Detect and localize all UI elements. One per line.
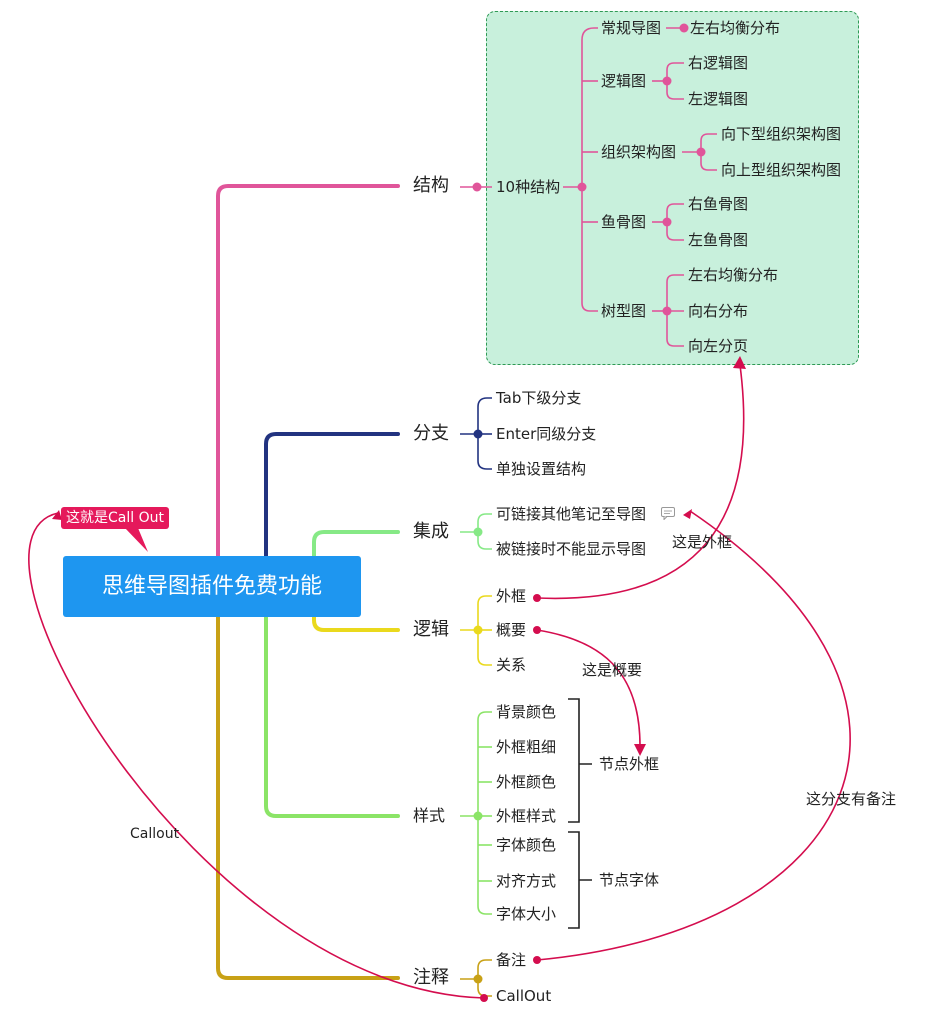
topic-separate-structure[interactable]: 单独设置结构: [496, 460, 587, 478]
topic-enter-sibling[interactable]: Enter同级分支: [496, 425, 597, 443]
summary-node-font[interactable]: 节点字体: [599, 871, 660, 889]
topic-bg-color[interactable]: 背景颜色: [496, 703, 557, 721]
topic-border-style[interactable]: 外框样式: [496, 807, 557, 825]
topic-right-fishbone[interactable]: 右鱼骨图: [688, 195, 749, 213]
topic-org-chart[interactable]: 组织架构图: [601, 143, 677, 161]
summary-node-frame[interactable]: 节点外框: [599, 755, 660, 773]
trunk-branch: [264, 432, 400, 558]
callout-pointer: [125, 528, 148, 552]
trunk-structure: [216, 184, 400, 558]
relation-summary: [536, 629, 641, 747]
topic-tree[interactable]: 树型图: [601, 302, 647, 320]
topic-tree-right[interactable]: 向右分布: [688, 302, 749, 320]
topic-notes[interactable]: 注释: [413, 967, 449, 988]
topic-alignment[interactable]: 对齐方式: [496, 872, 557, 890]
topic-structure[interactable]: 结构: [413, 175, 449, 196]
trunk-style: [264, 615, 400, 818]
topic-branch[interactable]: 分支: [413, 423, 449, 444]
note-icon[interactable]: [661, 507, 675, 520]
topic-right-logic[interactable]: 右逻辑图: [688, 54, 749, 72]
relation-label-boundary[interactable]: 这是外框: [672, 533, 733, 551]
trunk-logic: [312, 615, 400, 632]
topic-structure-sub[interactable]: 10种结构: [496, 178, 561, 196]
topic-link-notes[interactable]: 可链接其他笔记至导图: [496, 505, 647, 523]
topic-note[interactable]: 备注: [496, 951, 527, 969]
topic-regular-balanced[interactable]: 左右均衡分布: [690, 19, 781, 37]
topic-callout[interactable]: CallOut: [496, 987, 552, 1005]
topic-tree-balanced[interactable]: 左右均衡分布: [688, 266, 779, 284]
topic-font-size[interactable]: 字体大小: [496, 905, 557, 923]
summary-bracket-font: [568, 831, 592, 929]
topic-integration[interactable]: 集成: [413, 521, 449, 542]
relation-note: [536, 510, 851, 961]
topic-org-down[interactable]: 向下型组织架构图: [721, 125, 842, 143]
relation-boundary: [536, 364, 745, 600]
structure-boundary[interactable]: [486, 11, 859, 365]
relation-label-callout[interactable]: Callout: [130, 826, 180, 842]
topic-org-up[interactable]: 向上型组织架构图: [721, 161, 842, 179]
topic-font-color[interactable]: 字体颜色: [496, 836, 557, 854]
topic-logic-chart[interactable]: 逻辑图: [601, 72, 647, 90]
relation-callout: [28, 512, 485, 999]
trunk-integration: [312, 530, 400, 558]
topic-cannot-show[interactable]: 被链接时不能显示导图: [496, 540, 647, 558]
topic-style[interactable]: 样式: [413, 806, 446, 825]
topic-regular-map[interactable]: 常规导图: [601, 19, 662, 37]
relation-label-summary[interactable]: 这是概要: [582, 661, 643, 679]
summary-bracket-frame: [568, 698, 592, 823]
callout-tag[interactable]: 这就是Call Out: [61, 507, 169, 529]
trunk-notes: [216, 615, 400, 980]
topic-tab-child[interactable]: Tab下级分支: [496, 389, 582, 407]
root-topic[interactable]: 思维导图插件免费功能: [63, 556, 361, 617]
topic-summary[interactable]: 概要: [496, 621, 527, 639]
topic-tree-left[interactable]: 向左分页: [688, 337, 749, 355]
topic-left-fishbone[interactable]: 左鱼骨图: [688, 231, 749, 249]
topic-logic[interactable]: 逻辑: [413, 619, 449, 640]
topic-fishbone[interactable]: 鱼骨图: [601, 213, 647, 231]
relation-label-note[interactable]: 这分支有备注: [806, 790, 897, 808]
topic-boundary[interactable]: 外框: [496, 587, 527, 605]
topic-left-logic[interactable]: 左逻辑图: [688, 90, 749, 108]
topic-border-width[interactable]: 外框粗细: [496, 738, 557, 756]
topic-relationship[interactable]: 关系: [496, 656, 527, 674]
topic-border-color[interactable]: 外框颜色: [496, 773, 557, 791]
